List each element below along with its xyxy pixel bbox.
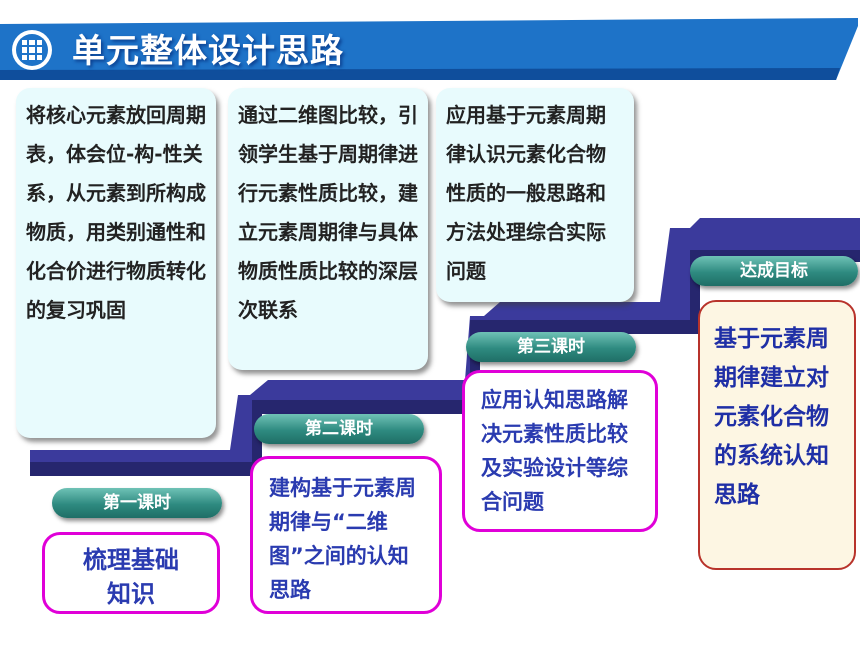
goal-box: 基于元素周期律建立对元素化合物的系统认知思路 [698,300,856,570]
note-lesson2: 通过二维图比较，引领学生基于周期律进行元素性质比较，建立元素周期律与具体物质性质… [228,88,428,370]
lesson1-label: 第一课时 [52,488,222,518]
note-lesson3-text: 应用基于元素周期律认识元素化合物性质的一般思路和方法处理综合实际问题 [446,103,606,283]
lesson2-text: 建构基于元素周期律与“二维图”之间的认知思路 [269,476,416,602]
lesson3-box: 应用认知思路解决元素性质比较及实验设计等综合问题 [462,370,658,532]
lesson1-box: 梳理基础知识 [42,532,220,614]
grid-icon [12,30,52,70]
goal-label: 达成目标 [690,256,858,286]
note-lesson1: 将核心元素放回周期表，体会位-构-性关系，从元素到所构成物质，用类别通性和化合价… [16,88,216,438]
lesson3-label: 第三课时 [466,332,636,362]
lesson3-text: 应用认知思路解决元素性质比较及实验设计等综合问题 [481,388,628,514]
goal-text: 基于元素周期律建立对元素化合物的系统认知思路 [714,326,829,508]
lesson2-box: 建构基于元素周期律与“二维图”之间的认知思路 [250,456,442,614]
note-lesson1-text: 将核心元素放回周期表，体会位-构-性关系，从元素到所构成物质，用类别通性和化合价… [26,103,206,322]
note-lesson2-text: 通过二维图比较，引领学生基于周期律进行元素性质比较，建立元素周期律与具体物质性质… [238,103,418,322]
title-banner [0,18,858,80]
lesson2-label: 第二课时 [254,414,424,444]
page-title: 单元整体设计思路 [72,31,344,70]
note-lesson3: 应用基于元素周期律认识元素化合物性质的一般思路和方法处理综合实际问题 [436,88,634,302]
lesson1-text: 梳理基础知识 [83,546,179,608]
